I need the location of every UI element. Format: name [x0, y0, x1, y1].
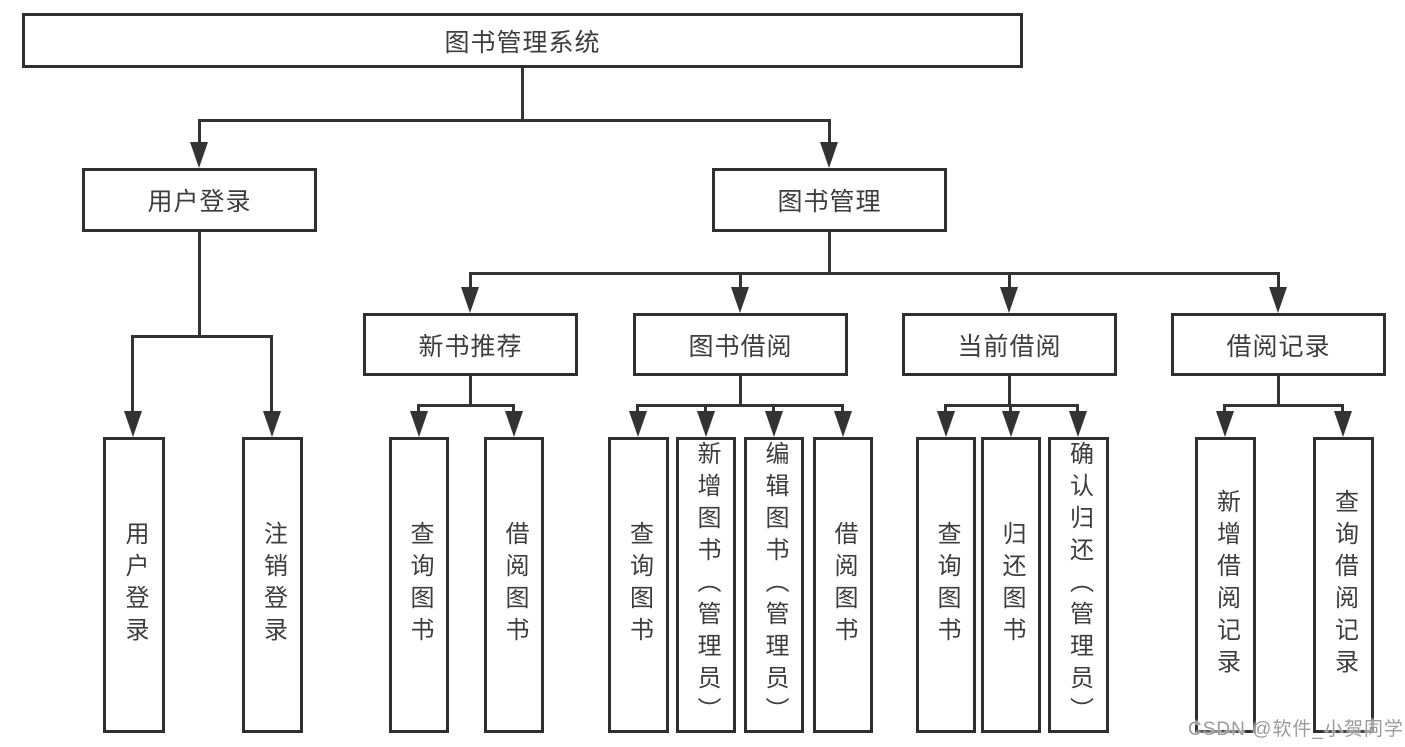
node-borrowing-records: 借阅记录 — [1171, 313, 1386, 376]
node-leaf-confirm-return-admin: 确认归还（管理员） — [1048, 437, 1109, 733]
node-label: 借阅记录 — [1226, 332, 1331, 361]
node-leaf-return-books: 归还图书 — [981, 437, 1041, 733]
node-label: 查询借阅记录 — [1330, 489, 1358, 681]
arrowhead-down — [834, 411, 852, 437]
connector-line-v — [469, 272, 472, 292]
connector-line-v — [1009, 404, 1012, 416]
connector-line-h — [636, 404, 844, 407]
node-label: 查询图书 — [625, 521, 653, 649]
arrowhead-down — [263, 411, 281, 437]
arrowhead-down — [1002, 411, 1020, 437]
connector-line-v — [1008, 376, 1011, 407]
arrowhead-down — [1069, 411, 1087, 437]
connector-line-v — [1076, 404, 1079, 416]
node-new-book-recommendation: 新书推荐 — [363, 313, 578, 376]
node-book-management: 图书管理 — [712, 168, 947, 232]
connector-line-v — [417, 404, 420, 416]
connector-line-v — [828, 230, 831, 275]
connector-line-v — [198, 119, 201, 149]
csdn-watermark: CSDN @软件_小贺同学 — [1188, 719, 1404, 740]
arrowhead-down — [765, 411, 783, 437]
node-leaf-query-books-recommend: 查询图书 — [389, 437, 449, 733]
arrowhead-down — [937, 411, 955, 437]
connector-line-h — [198, 119, 831, 122]
node-leaf-borrow-books-recommend: 借阅图书 — [484, 437, 544, 733]
node-label: 新书推荐 — [418, 332, 523, 361]
connector-line-v — [512, 404, 515, 416]
node-label: 借阅图书 — [501, 521, 528, 649]
connector-line-v — [1277, 272, 1280, 292]
connector-line-v — [198, 230, 201, 338]
arrowhead-down — [629, 411, 647, 437]
node-leaf-add-books-admin: 新增图书（管理员） — [676, 437, 736, 733]
arrowhead-down — [697, 411, 715, 437]
node-label: 归还图书 — [998, 521, 1025, 649]
node-label: 图书借阅 — [688, 332, 793, 361]
node-leaf-borrow-books-borrow: 借阅图书 — [813, 437, 873, 733]
arrowhead-down — [1269, 287, 1287, 313]
node-label: 图书管理系统 — [444, 28, 601, 57]
node-label: 新增图书（管理员） — [693, 441, 720, 729]
connector-line-h — [417, 404, 515, 407]
node-label: 当前借阅 — [957, 332, 1062, 361]
connector-line-v — [1277, 376, 1280, 407]
connector-line-h — [1223, 404, 1344, 407]
node-label: 用户登录 — [121, 521, 148, 649]
connector-line-v — [521, 68, 524, 122]
node-label: 编辑图书（管理员） — [761, 441, 788, 729]
connector-line-v — [772, 404, 775, 416]
node-label: 注销登录 — [259, 521, 287, 649]
node-leaf-query-borrow-record: 查询借阅记录 — [1313, 437, 1374, 733]
node-label: 图书管理 — [777, 188, 882, 216]
node-leaf-edit-books-admin: 编辑图书（管理员） — [744, 437, 804, 733]
connector-line-h — [131, 335, 273, 338]
node-leaf-logout: 注销登录 — [242, 437, 303, 733]
connector-line-v — [131, 335, 134, 415]
arrowhead-down — [124, 411, 142, 437]
arrowhead-down — [1000, 287, 1018, 313]
node-label: 用户登录 — [147, 188, 252, 216]
node-leaf-user-login: 用户登录 — [103, 437, 165, 733]
connector-line-v — [270, 335, 273, 415]
node-label: 借阅图书 — [830, 521, 857, 649]
connector-line-v — [704, 404, 707, 416]
node-current-borrowing: 当前借阅 — [902, 313, 1117, 376]
connector-line-v — [828, 119, 831, 149]
arrowhead-down — [820, 142, 838, 168]
node-user-login: 用户登录 — [82, 168, 317, 232]
node-label: 确认归还（管理员） — [1065, 441, 1093, 729]
arrowhead-down — [1216, 411, 1234, 437]
arrowhead-down — [410, 411, 428, 437]
node-label: 新增借阅记录 — [1212, 489, 1240, 681]
node-leaf-add-borrow-record: 新增借阅记录 — [1195, 437, 1256, 733]
node-leaf-query-books-current: 查询图书 — [916, 437, 976, 733]
node-label: 查询图书 — [406, 521, 433, 649]
arrowhead-down — [1334, 411, 1352, 437]
connector-line-h — [469, 272, 1280, 275]
connector-line-v — [469, 376, 472, 407]
node-book-borrowing: 图书借阅 — [633, 313, 848, 376]
connector-line-v — [1223, 404, 1226, 416]
arrowhead-down — [731, 287, 749, 313]
connector-line-v — [944, 404, 947, 416]
connector-line-v — [739, 376, 742, 407]
connector-line-v — [636, 404, 639, 416]
connector-line-v — [841, 404, 844, 416]
connector-line-v — [739, 272, 742, 292]
node-library-management-system: 图书管理系统 — [22, 13, 1023, 68]
connector-line-v — [1341, 404, 1344, 416]
arrowhead-down — [461, 287, 479, 313]
node-label: 查询图书 — [933, 521, 960, 649]
node-leaf-query-books-borrow: 查询图书 — [608, 437, 669, 733]
connector-line-v — [1008, 272, 1011, 292]
arrowhead-down — [505, 411, 523, 437]
arrowhead-down — [190, 142, 208, 168]
